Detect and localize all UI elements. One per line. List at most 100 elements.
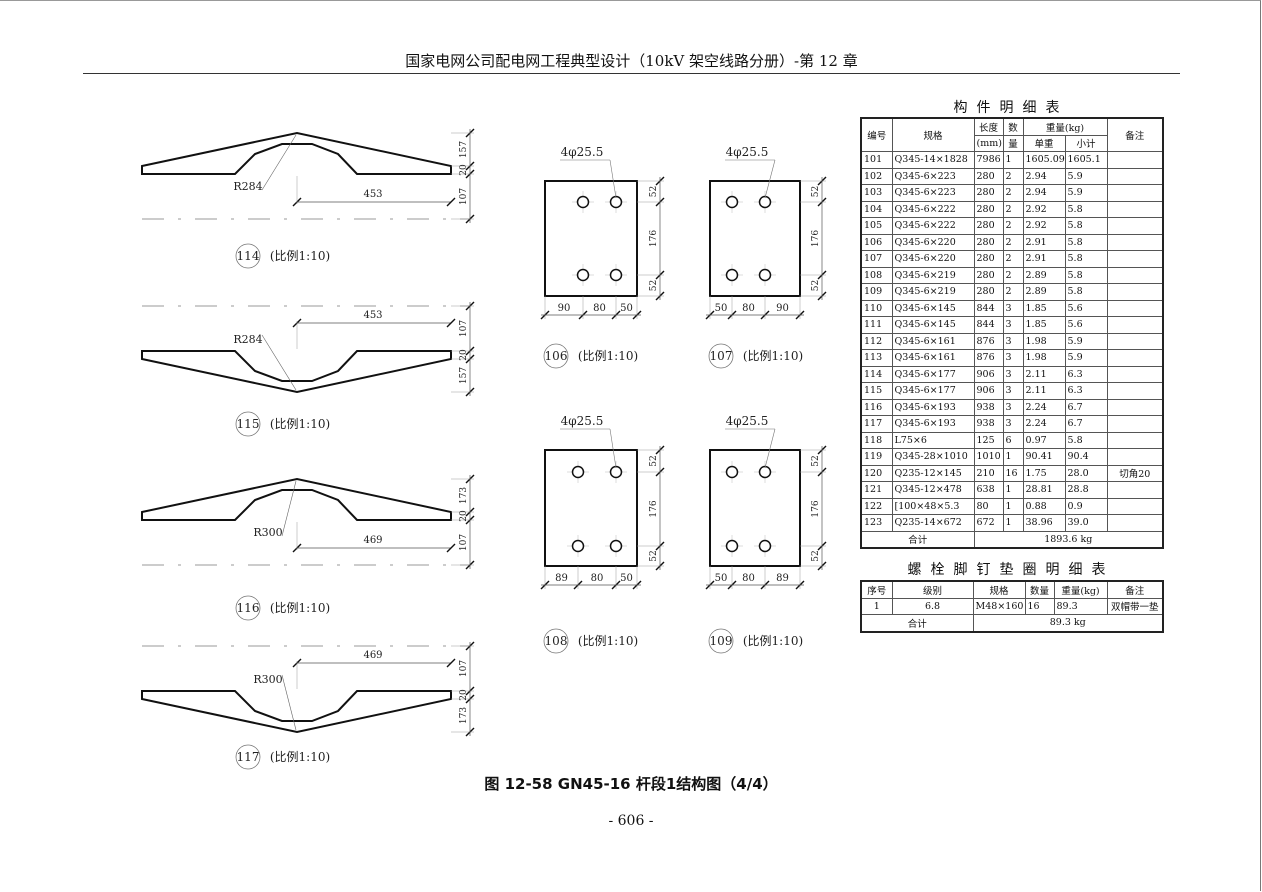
part-subtotal: 5.8 bbox=[1064, 250, 1108, 268]
dimension-label: 50 bbox=[620, 573, 633, 584]
part-qty: 3 bbox=[1002, 398, 1024, 416]
part-length: 638 bbox=[973, 481, 1004, 499]
radius-label: R284 bbox=[233, 333, 262, 346]
part-subtotal: 5.8 bbox=[1064, 233, 1108, 251]
part-no: 110 bbox=[860, 299, 893, 317]
scale-label: (比例1:10) bbox=[578, 349, 638, 363]
part-qty: 3 bbox=[1002, 349, 1024, 367]
bolt-col-header: 级别 bbox=[891, 580, 974, 599]
part-length: 876 bbox=[973, 349, 1004, 367]
radius-leader bbox=[261, 134, 297, 191]
part-number-circle bbox=[543, 628, 569, 654]
part-no: 122 bbox=[860, 497, 893, 515]
part-unit-weight: 2.24 bbox=[1022, 398, 1066, 416]
bolt-hole bbox=[758, 465, 772, 479]
part-spec: Q345-6×222 bbox=[891, 217, 975, 235]
part-subtotal: 5.8 bbox=[1064, 431, 1108, 449]
scale-label: (比例1:10) bbox=[270, 249, 330, 263]
part-spec: Q345-6×161 bbox=[891, 332, 975, 350]
part-unit-weight: 2.11 bbox=[1022, 365, 1066, 383]
dimension-tick bbox=[446, 197, 456, 207]
dimension-label: 50 bbox=[715, 303, 728, 314]
part-qty: 1 bbox=[1002, 481, 1024, 499]
scale-label: (比例1:10) bbox=[270, 750, 330, 764]
dimension-label: 173 bbox=[459, 487, 469, 504]
hole-spec-label: 4φ25.5 bbox=[561, 145, 604, 159]
part-length: 938 bbox=[973, 415, 1004, 433]
dimension-label: 157 bbox=[459, 141, 469, 158]
hole-spec-label: 4φ25.5 bbox=[726, 145, 769, 159]
part-spec: Q345-6×223 bbox=[891, 184, 975, 202]
part-qty: 2 bbox=[1002, 266, 1024, 284]
parts-table-title: 构件明细表 bbox=[953, 100, 1069, 116]
dimension-label: 52 bbox=[649, 186, 659, 197]
dimension-tick bbox=[446, 543, 456, 553]
part-subtotal: 5.6 bbox=[1064, 316, 1108, 334]
bolt-cell: M48×160 bbox=[972, 597, 1026, 615]
part-spec: Q345-6×177 bbox=[891, 365, 975, 383]
bolt-header-row: 序号级别规格数量重量(kg)备注 bbox=[860, 580, 1164, 599]
col-header-qty: 数 bbox=[1002, 117, 1024, 136]
part-spec: Q345-6×161 bbox=[891, 349, 975, 367]
part-no: 121 bbox=[860, 481, 893, 499]
part-qty: 2 bbox=[1002, 167, 1024, 185]
part-spec: Q345-12×478 bbox=[891, 481, 975, 499]
dimension-label: 176 bbox=[649, 230, 659, 247]
hole-spec-label: 4φ25.5 bbox=[726, 414, 769, 428]
part-spec: L75×6 bbox=[891, 431, 975, 449]
bent-plate-profile bbox=[141, 350, 452, 394]
part-no: 123 bbox=[860, 514, 893, 532]
part-spec: Q345-14×1828 bbox=[891, 151, 975, 169]
part-length: 672 bbox=[973, 514, 1004, 532]
bolt-col-header: 重量(kg) bbox=[1053, 580, 1108, 599]
part-no: 118 bbox=[860, 431, 893, 449]
dimension-label: 173 bbox=[459, 707, 469, 724]
part-length: 876 bbox=[973, 332, 1004, 350]
part-unit-weight: 2.11 bbox=[1022, 382, 1066, 400]
dimension-label: 20 bbox=[459, 689, 469, 701]
part-length: 280 bbox=[973, 200, 1004, 218]
part-no: 111 bbox=[860, 316, 893, 334]
radius-label: R300 bbox=[253, 526, 282, 539]
col-header-weight: 重量(kg) bbox=[1022, 117, 1108, 136]
part-number-circle bbox=[235, 744, 261, 770]
part-qty: 3 bbox=[1002, 332, 1024, 350]
part-qty: 1 bbox=[1002, 448, 1024, 466]
part-unit-weight: 2.92 bbox=[1022, 200, 1066, 218]
part-subtotal: 6.3 bbox=[1064, 382, 1108, 400]
part-subtotal: 5.9 bbox=[1064, 184, 1108, 202]
part-unit-weight: 1.98 bbox=[1022, 332, 1066, 350]
bolt-col-header: 序号 bbox=[860, 580, 893, 599]
part-remark bbox=[1106, 448, 1164, 466]
part-unit-weight: 2.91 bbox=[1022, 250, 1066, 268]
part-subtotal: 39.0 bbox=[1064, 514, 1108, 532]
bent-plate-profile bbox=[141, 477, 452, 521]
part-spec: Q235-12×145 bbox=[891, 464, 975, 482]
part-length: 280 bbox=[973, 217, 1004, 235]
part-length: 80 bbox=[973, 497, 1004, 515]
part-qty: 3 bbox=[1002, 299, 1024, 317]
part-unit-weight: 90.41 bbox=[1022, 448, 1066, 466]
page-header-title: 国家电网公司配电网工程典型设计（10kV 架空线路分册）-第 12 章 bbox=[405, 52, 858, 70]
dimension-label: 176 bbox=[811, 230, 821, 247]
part-qty: 2 bbox=[1002, 250, 1024, 268]
bolt-hole bbox=[571, 539, 585, 553]
part-qty: 1 bbox=[1002, 514, 1024, 532]
part-no: 108 bbox=[860, 266, 893, 284]
bolt-hole bbox=[576, 268, 590, 282]
figure-caption: 图 12-58 GN45-16 杆段1结构图（4/4） bbox=[484, 775, 778, 793]
plate-outline bbox=[544, 180, 638, 297]
bent-plate-profile bbox=[141, 131, 452, 175]
part-remark bbox=[1106, 167, 1164, 185]
dimension-label: 176 bbox=[811, 500, 821, 517]
bolt-cell: 1 bbox=[860, 597, 893, 615]
part-length: 125 bbox=[973, 431, 1004, 449]
dimension-label: 52 bbox=[811, 550, 821, 561]
part-subtotal: 5.6 bbox=[1064, 299, 1108, 317]
